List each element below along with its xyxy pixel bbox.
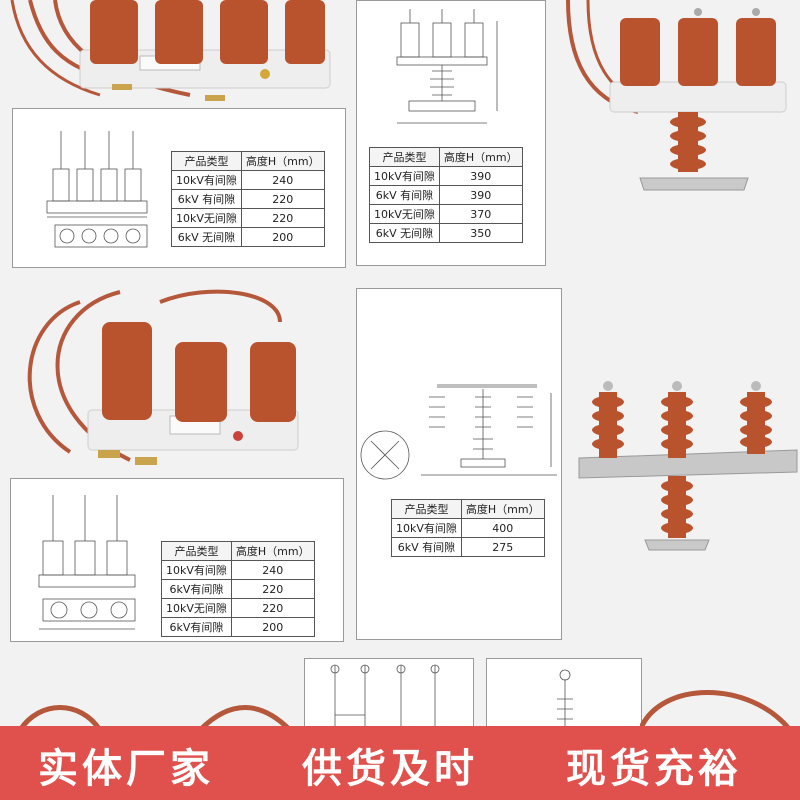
arrester-cable-left-photo (17, 705, 292, 730)
technical-drawing-column (396, 9, 498, 124)
table-cell: 240 (240, 170, 325, 190)
table-cell: 6kV有间隙 (161, 579, 232, 599)
promo-banner: 实体厂家 供货及时 现货充裕 (0, 726, 800, 800)
table-cell: 10kV有间隙 (171, 170, 242, 190)
table-cell: 6kV 有间隙 (391, 537, 462, 557)
table-header: 高度H（mm） (460, 499, 545, 519)
arrester-t-type-photo (578, 381, 798, 551)
arrester-column-photo (566, 0, 787, 191)
table-cell: 350 (438, 223, 523, 243)
table-header: 高度H（mm） (438, 147, 523, 167)
table-cell: 6kV 无间隙 (171, 227, 242, 247)
technical-drawing-bottom-1 (330, 664, 440, 737)
table-header: 产品类型 (391, 499, 462, 519)
table-cell: 10kV有间隙 (369, 166, 440, 186)
table-cell: 10kV有间隙 (391, 518, 462, 538)
table-cell: 10kV无间隙 (369, 204, 440, 224)
technical-drawing-t-type (360, 384, 557, 480)
table-cell: 10kV有间隙 (161, 560, 232, 580)
drawing-panel-bottom-1 (304, 658, 474, 738)
table-cell: 220 (240, 208, 325, 228)
table-header: 高度H（mm） (240, 151, 325, 171)
banner-text-timely-supply: 供货及时 (302, 746, 478, 792)
table-cell: 220 (240, 189, 325, 209)
table-cell: 400 (460, 518, 545, 538)
drawing-panel-bottom-2 (486, 658, 642, 738)
table-header: 产品类型 (161, 541, 232, 561)
table-cell: 220 (230, 598, 315, 618)
table-cell: 370 (438, 204, 523, 224)
table-cell: 6kV 有间隙 (171, 189, 242, 209)
table-cell: 220 (230, 579, 315, 599)
technical-drawing-4-unit (46, 131, 148, 248)
banner-text-ample-stock: 现货充裕 (566, 746, 742, 792)
table-cell: 10kV无间隙 (161, 598, 232, 618)
table-header: 产品类型 (171, 151, 242, 171)
table-cell: 390 (438, 185, 523, 205)
table-header: 产品类型 (369, 147, 440, 167)
table-cell: 275 (460, 537, 545, 557)
arrester-3-unit-photo (27, 289, 299, 465)
table-cell: 390 (438, 166, 523, 186)
arrester-4-unit-photo (10, 0, 331, 101)
banner-text-manufacturer: 实体厂家 (38, 746, 214, 792)
arrester-cable-right-photo (640, 690, 792, 730)
table-cell: 200 (240, 227, 325, 247)
table-cell: 200 (230, 617, 315, 637)
table-header: 高度H（mm） (230, 541, 315, 561)
table-cell: 240 (230, 560, 315, 580)
table-cell: 6kV 无间隙 (369, 223, 440, 243)
table-cell: 6kV有间隙 (161, 617, 232, 637)
technical-drawing-3-unit (38, 495, 136, 630)
table-cell: 6kV 有间隙 (369, 185, 440, 205)
table-cell: 10kV无间隙 (171, 208, 242, 228)
